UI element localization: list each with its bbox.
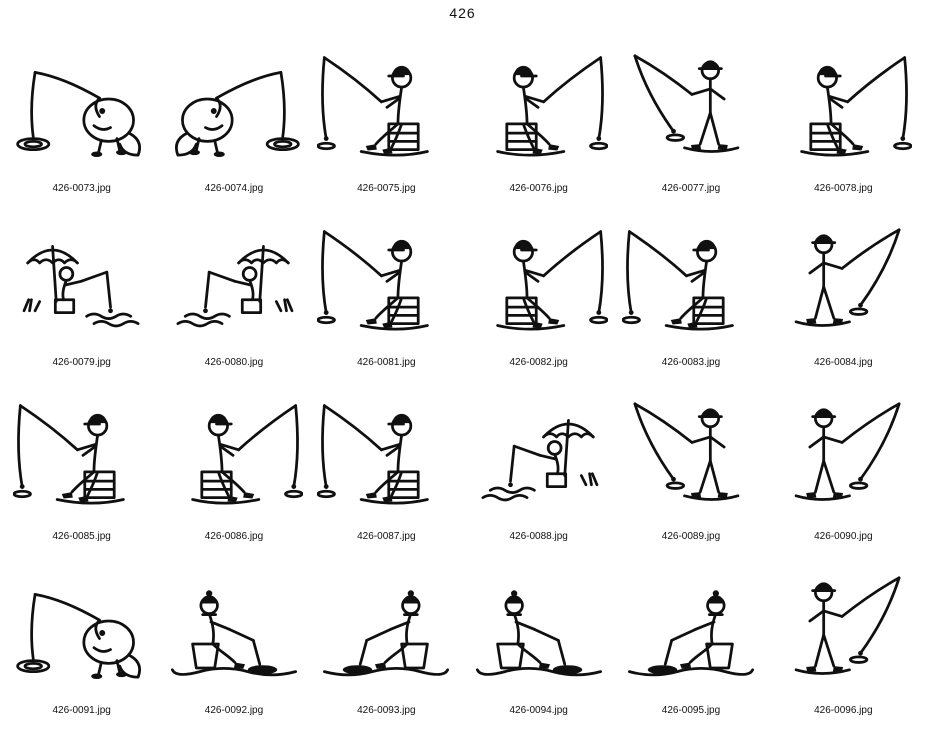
clipart-cell: 426-0073.jpg [7,33,157,195]
clipart-thumbnail [768,381,918,528]
clipart-cell: 426-0084.jpg [768,207,918,369]
clipart-cell: 426-0093.jpg [311,555,461,717]
clipart-cell: 426-0089.jpg [616,381,766,543]
clipart-thumbnail [311,207,461,354]
clipart-thumbnail [7,555,157,702]
thumbnail-filename: 426-0092.jpg [204,705,264,716]
standing-fisherman-with-rod-illustration [795,228,901,327]
clipart-cell: 426-0087.jpg [311,381,461,543]
clipart-thumbnail [311,555,461,702]
clipart-thumbnail [311,33,461,180]
clipart-cell: 426-0090.jpg [768,381,918,543]
thumbnail-filename: 426-0093.jpg [357,705,416,716]
thumbnail-filename: 426-0087.jpg [357,531,416,542]
thumbnail-filename: 426-0073.jpg [52,183,111,194]
thumbnail-filename: 426-0088.jpg [509,531,568,542]
clipart-cell: 426-0076.jpg [463,33,613,195]
clipart-thumbnail [768,555,918,702]
fish-holding-rod-illustration [15,70,141,157]
thumbnail-filename: 426-0080.jpg [204,357,264,368]
campsite-shore-fisherman-illustration [22,244,140,328]
cat-fishing-by-cattails-illustration [481,418,598,502]
clipart-thumbnail [616,207,766,354]
fisherman-landing-fish-in-net-illustration [795,576,901,675]
fisherman-at-tackle-table-illustration [633,54,740,153]
clipart-thumbnail [159,33,309,180]
ice-fisherman-with-gear-box-illustration [627,590,755,677]
ice-fisherman-with-holes-illustration [323,590,450,677]
fish-splashing-with-line-illustration [174,70,300,157]
clipart-cell: 426-0079.jpg [7,207,157,369]
clipart-thumbnail [463,381,613,528]
clipart-cell: 426-0082.jpg [463,207,613,369]
clipart-cell: 426-0091.jpg [7,555,157,717]
man-on-box-with-pipe-fishing-illustration [317,56,430,157]
clipart-cell: 426-0077.jpg [616,33,766,195]
fisherman-seated-on-rocks-illustration [800,56,913,157]
clipart-cell: 426-0074.jpg [159,33,309,195]
clipart-cell: 426-0096.jpg [768,555,918,717]
clipart-grid: 426-0073.jpg 426-0074.jpg 426-0075.jpg 4… [7,33,919,717]
thumbnail-filename: 426-0078.jpg [814,183,873,194]
thumbnail-filename: 426-0086.jpg [204,531,264,542]
clipart-cell: 426-0081.jpg [311,207,461,369]
fisherman-in-reeds-illustration [633,402,740,501]
clipart-thumbnail [768,33,918,180]
clipart-cell: 426-0092.jpg [159,555,309,717]
two-children-fishing-illustration [12,404,125,505]
thumbnail-filename: 426-0094.jpg [509,705,568,716]
riverbank-fisherman-illustration [621,230,734,331]
clipart-cell: 426-0086.jpg [159,381,309,543]
thumbnail-filename: 426-0095.jpg [661,705,721,716]
thumbnail-filename: 426-0091.jpg [52,705,111,716]
clipart-cell: 426-0075.jpg [311,33,461,195]
page-number: 426 [449,5,476,21]
clipart-thumbnail [616,381,766,528]
creekside-fisherman-illustration [495,230,608,331]
thumbnail-filename: 426-0096.jpg [814,705,873,716]
ice-fisherman-on-bucket-illustration [170,590,298,677]
thumbnail-filename: 426-0089.jpg [661,531,721,542]
clipart-thumbnail [616,33,766,180]
bundled-ice-fisherman-illustration [475,590,602,677]
thumbnail-filename: 426-0075.jpg [357,183,416,194]
clipart-thumbnail [463,33,613,180]
clipart-thumbnail [7,207,157,354]
fisherman-on-stool-casting-illustration [317,230,430,331]
fisherman-on-dock-illustration [317,404,430,505]
clipart-thumbnail [768,207,918,354]
thumbnail-filename: 426-0082.jpg [509,357,568,368]
clipart-cell: 426-0078.jpg [768,33,918,195]
clipart-cell: 426-0095.jpg [616,555,766,717]
clipart-cell: 426-0088.jpg [463,381,613,543]
clipart-cell: 426-0083.jpg [616,207,766,369]
clipart-thumbnail [463,207,613,354]
thumbnail-filename: 426-0077.jpg [661,183,721,194]
thumbnail-filename: 426-0081.jpg [357,357,416,368]
thumbnail-filename: 426-0074.jpg [204,183,264,194]
thumbnail-filename: 426-0076.jpg [509,183,568,194]
clipart-thumbnail [7,381,157,528]
boy-with-caught-fish-illustration [15,592,141,679]
thumbnail-filename: 426-0090.jpg [814,531,873,542]
thumbnail-filename: 426-0083.jpg [661,357,721,368]
thumbnail-filename: 426-0079.jpg [52,357,111,368]
clipart-thumbnail [159,381,309,528]
clipart-thumbnail [463,555,613,702]
clipart-thumbnail [159,555,309,702]
clipart-thumbnail [616,555,766,702]
clipart-thumbnail [311,381,461,528]
clipart-cell: 426-0085.jpg [7,381,157,543]
thumbnail-filename: 426-0084.jpg [814,357,873,368]
clipart-cell: 426-0094.jpg [463,555,613,717]
clipart-thumbnail [159,207,309,354]
umbrella-shore-fisherman-illustration [176,244,294,328]
mouse-fishing-on-bank-illustration [191,404,303,505]
boy-with-big-reel-illustration [795,402,901,501]
clipart-cell: 426-0080.jpg [159,207,309,369]
thumbnail-filename: 426-0085.jpg [52,531,111,542]
clipart-thumbnail [7,33,157,180]
kneeling-fisherman-illustration [495,56,608,157]
